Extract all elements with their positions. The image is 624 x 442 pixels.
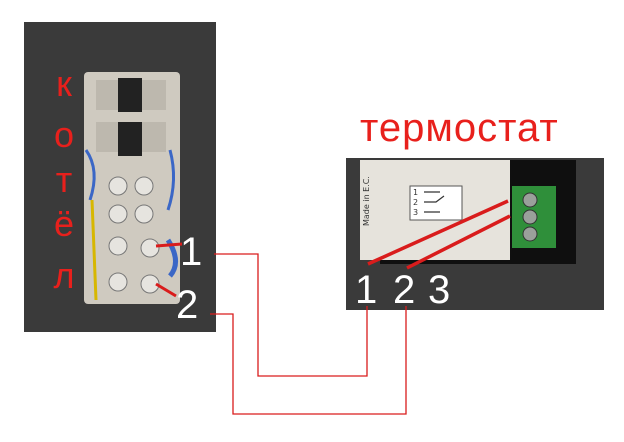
relay-pin-2: 2 bbox=[413, 198, 419, 207]
boiler-terminal-2-label: 2 bbox=[176, 283, 199, 327]
made-in-text: Made in E.C. bbox=[362, 176, 371, 226]
wire-terminal-2 bbox=[210, 306, 407, 415]
terminal-screw-2 bbox=[522, 209, 538, 225]
boiler-marker-2 bbox=[155, 282, 177, 298]
thermostat-terminal-2-label: 2 bbox=[393, 268, 416, 312]
boiler-letter-2: о bbox=[53, 114, 75, 155]
thermo-marker-2 bbox=[406, 214, 511, 270]
boiler-letter-4: ё bbox=[53, 203, 75, 244]
wire-terminal-1 bbox=[214, 253, 368, 377]
terminal-screw-3 bbox=[522, 226, 538, 242]
relay-symbol bbox=[424, 191, 445, 213]
thermostat-title: термостат bbox=[360, 106, 559, 150]
relay-pin-1: 1 bbox=[413, 188, 419, 197]
boiler-letter-3: т bbox=[55, 159, 73, 200]
boiler-letter-5: л bbox=[53, 255, 75, 296]
boiler-letter-1: к bbox=[56, 63, 72, 104]
terminal-block-details bbox=[84, 78, 178, 301]
terminal-screw-1 bbox=[522, 192, 538, 208]
boiler-marker-1 bbox=[155, 242, 183, 248]
thermostat-terminal-1-label: 1 bbox=[355, 268, 378, 312]
thermostat-terminal-3-label: 3 bbox=[428, 268, 451, 312]
boiler-terminal-1-label: 1 bbox=[180, 230, 203, 274]
thermo-marker-1 bbox=[367, 199, 509, 266]
relay-pin-3: 3 bbox=[413, 208, 419, 217]
